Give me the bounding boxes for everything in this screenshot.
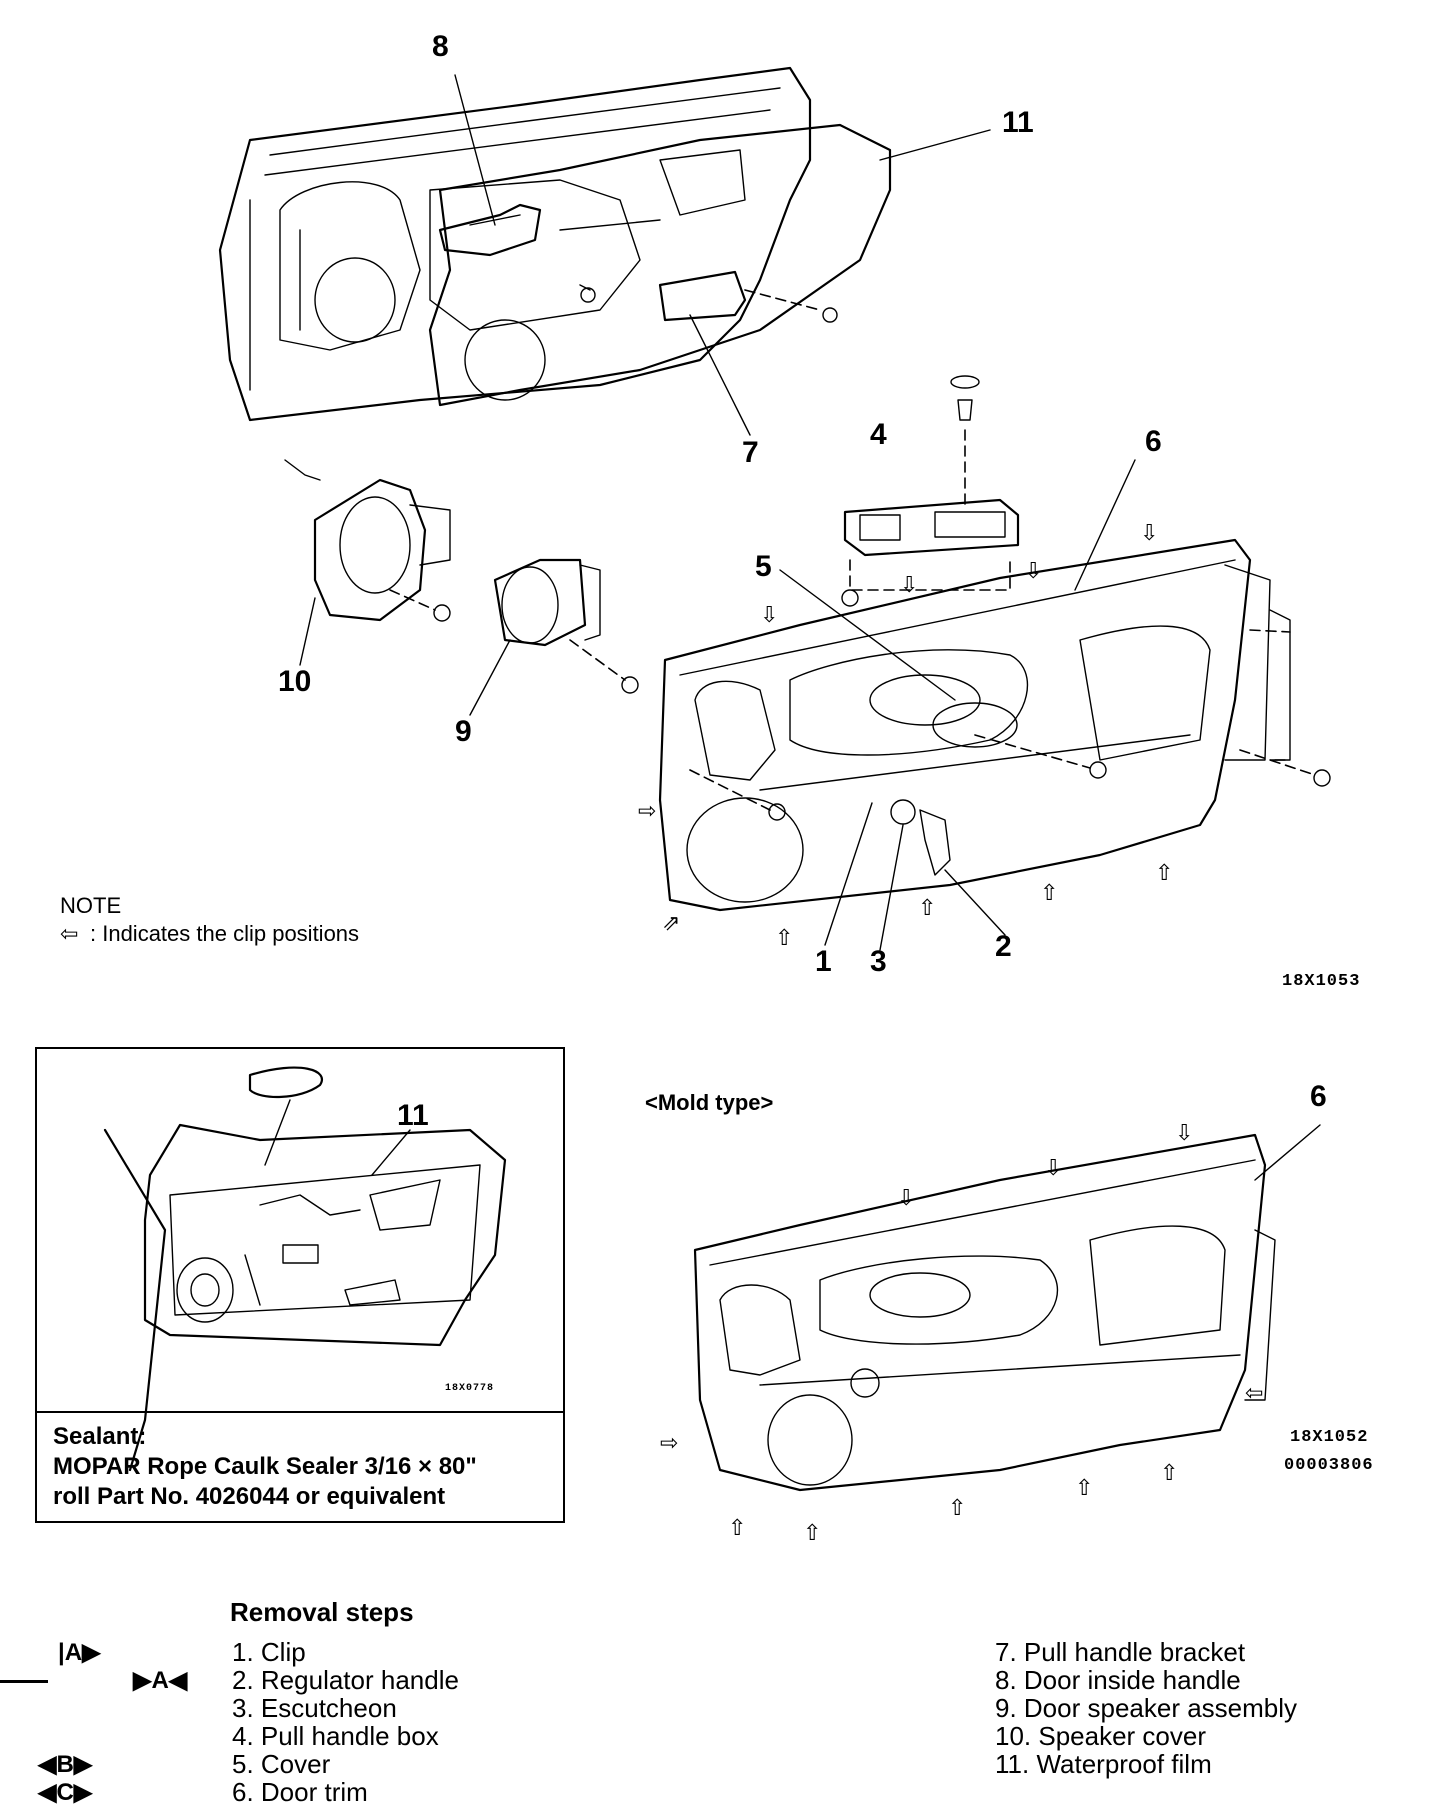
svg-text:⇩: ⇩ bbox=[897, 1185, 915, 1210]
svg-text:⇧: ⇧ bbox=[918, 895, 936, 920]
svg-text:⇧: ⇧ bbox=[1075, 1475, 1093, 1500]
callout-4: 4 bbox=[870, 418, 887, 451]
waterproof-film bbox=[428, 123, 892, 407]
svg-text:⇧: ⇧ bbox=[1155, 860, 1173, 885]
note: NOTE ⇦ : Indicates the clip positions bbox=[60, 892, 359, 948]
door-inner-panel bbox=[218, 66, 812, 422]
mold-type-label: <Mold type> bbox=[645, 1090, 774, 1115]
step-6: 6. Door trim bbox=[232, 1777, 368, 1807]
pull-handle-bracket bbox=[658, 270, 838, 323]
step-4: 4. Pull handle box bbox=[232, 1721, 439, 1751]
figure-code-top: 18X1053 bbox=[1282, 972, 1361, 991]
svg-text:⇧: ⇧ bbox=[948, 1495, 966, 1520]
sealant-label: Sealant: bbox=[53, 1423, 147, 1450]
step-5: 5. Cover bbox=[232, 1749, 331, 1779]
svg-text:⇨: ⇨ bbox=[660, 1430, 678, 1455]
sealant-text: Sealant: MOPAR Rope Caulk Sealer 3/16 × … bbox=[53, 1422, 477, 1512]
removal-steps-right: 7. Pull handle bracket 8. Door inside ha… bbox=[995, 1638, 1297, 1778]
sealant-box: 11 18X0778 Sealant: MOPAR Rope Caulk Sea… bbox=[35, 1047, 565, 1523]
callout-3: 3 bbox=[870, 945, 887, 978]
removal-steps-title: Removal steps bbox=[230, 1597, 414, 1627]
removal-steps-left: 1. Clip 2. Regulator handle 3. Escutcheo… bbox=[232, 1638, 459, 1806]
note-text: : Indicates the clip positions bbox=[90, 921, 360, 946]
callout-8: 8 bbox=[432, 30, 449, 63]
svg-text:⇦: ⇦ bbox=[1245, 1380, 1263, 1405]
svg-text:⇧: ⇧ bbox=[1160, 1460, 1178, 1485]
step-11: 11. Waterproof film bbox=[995, 1749, 1212, 1779]
callout-6: 6 bbox=[1145, 425, 1162, 458]
door-trim bbox=[658, 538, 1291, 912]
door-speaker-assembly bbox=[493, 558, 639, 694]
note-line: ⇦ : Indicates the clip positions bbox=[60, 920, 359, 948]
sealant-spec-line1: MOPAR Rope Caulk Sealer 3/16 × 80" bbox=[53, 1453, 477, 1480]
step-mark-c: ◀C▶ bbox=[38, 1779, 93, 1806]
svg-text:⇩: ⇩ bbox=[760, 602, 778, 627]
speaker-cover bbox=[284, 459, 451, 622]
step-mark-a-both: ▶A◀ bbox=[133, 1667, 188, 1694]
step-1: 1. Clip bbox=[232, 1637, 306, 1667]
svg-text:⇩: ⇩ bbox=[1175, 1120, 1193, 1145]
callout-7: 7 bbox=[742, 436, 759, 469]
figure-code-inset: 18X0778 bbox=[445, 1383, 495, 1394]
figure-code-mold: 18X1052 bbox=[1290, 1428, 1369, 1447]
step-10: 10. Speaker cover bbox=[995, 1721, 1207, 1751]
step-8: 8. Door inside handle bbox=[995, 1665, 1241, 1695]
note-title: NOTE bbox=[60, 893, 122, 918]
svg-text:⇧: ⇧ bbox=[1040, 880, 1058, 905]
step-9: 9. Door speaker assembly bbox=[995, 1693, 1298, 1723]
svg-text:⇩: ⇩ bbox=[1140, 520, 1158, 545]
svg-text:⇧: ⇧ bbox=[728, 1515, 746, 1540]
sealant-spec-line2: roll Part No. 4026044 or equivalent bbox=[53, 1483, 446, 1510]
pull-handle-box bbox=[841, 375, 1020, 607]
svg-text:⇩: ⇩ bbox=[1044, 1155, 1062, 1180]
callout-9: 9 bbox=[455, 715, 472, 748]
step-3: 3. Escutcheon bbox=[232, 1693, 397, 1723]
step-mark-b: ◀B▶ bbox=[38, 1751, 93, 1778]
callout-11: 11 bbox=[1002, 106, 1034, 139]
clip-position-icon: ⇦ bbox=[60, 921, 79, 946]
door-inside-handle bbox=[438, 203, 596, 303]
mold-type-door-trim bbox=[693, 1133, 1276, 1492]
svg-text:⇩: ⇩ bbox=[1024, 558, 1042, 583]
callout-1: 1 bbox=[815, 945, 832, 978]
clip-arrows: ⇩ ⇩ ⇩ ⇩ ⇨ ⇗ ⇧ ⇧ ⇧ ⇧ bbox=[638, 520, 1173, 950]
callout-11-inset: 11 bbox=[397, 1099, 429, 1132]
svg-text:⇗: ⇗ bbox=[662, 910, 680, 935]
svg-text:⇧: ⇧ bbox=[775, 925, 793, 950]
step-mark-dash bbox=[0, 1680, 48, 1683]
mold-clip-arrows: ⇩ ⇩ ⇩ ⇦ ⇨ ⇧ ⇧ ⇧ ⇧ ⇧ bbox=[660, 1120, 1263, 1545]
sealant-divider bbox=[37, 1411, 563, 1413]
callout-5: 5 bbox=[755, 550, 772, 583]
callout-10: 10 bbox=[278, 665, 312, 698]
svg-text:⇩: ⇩ bbox=[900, 572, 918, 597]
inset-door-illustration bbox=[103, 1066, 507, 1472]
callout-6-mold: 6 bbox=[1310, 1080, 1327, 1113]
callout-2: 2 bbox=[995, 930, 1012, 963]
svg-text:⇨: ⇨ bbox=[638, 798, 656, 823]
step-7: 7. Pull handle bracket bbox=[995, 1637, 1246, 1667]
document-code: 00003806 bbox=[1284, 1456, 1374, 1475]
step-mark-a-left: |A▶ bbox=[58, 1639, 101, 1666]
svg-text:⇧: ⇧ bbox=[803, 1520, 821, 1545]
step-2: 2. Regulator handle bbox=[232, 1665, 459, 1695]
